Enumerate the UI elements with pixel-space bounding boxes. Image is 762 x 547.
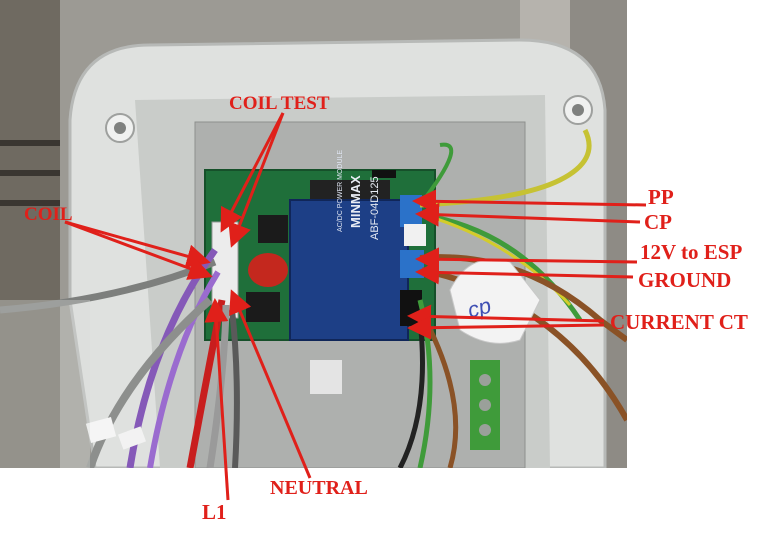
module-model: ABF-04D125 xyxy=(369,176,381,240)
label-current-ct: CURRENT CT xyxy=(610,310,748,334)
red-capacitor xyxy=(248,253,288,287)
module-type: AC/DC POWER MODULE xyxy=(337,150,344,232)
label-coil-test: COIL TEST xyxy=(229,93,330,114)
pp-cp-terminal xyxy=(400,195,422,227)
label-cp: CP xyxy=(644,210,672,234)
label-ground: GROUND xyxy=(638,268,732,292)
wiring-photo: MINMAX ABF-04D125 AC/DC POWER MODULE cp xyxy=(0,0,627,468)
left-connector xyxy=(211,221,239,319)
module-brand: MINMAX xyxy=(348,175,363,228)
left-shelf xyxy=(0,0,60,468)
label-12v-to-esp: 12V to ESP xyxy=(640,240,743,264)
esp-terminal xyxy=(400,250,424,278)
label-coil: COIL xyxy=(24,204,73,225)
label-pp: PP xyxy=(648,185,674,209)
label-l1: L1 xyxy=(202,500,227,524)
label-neutral: NEUTRAL xyxy=(270,477,368,499)
